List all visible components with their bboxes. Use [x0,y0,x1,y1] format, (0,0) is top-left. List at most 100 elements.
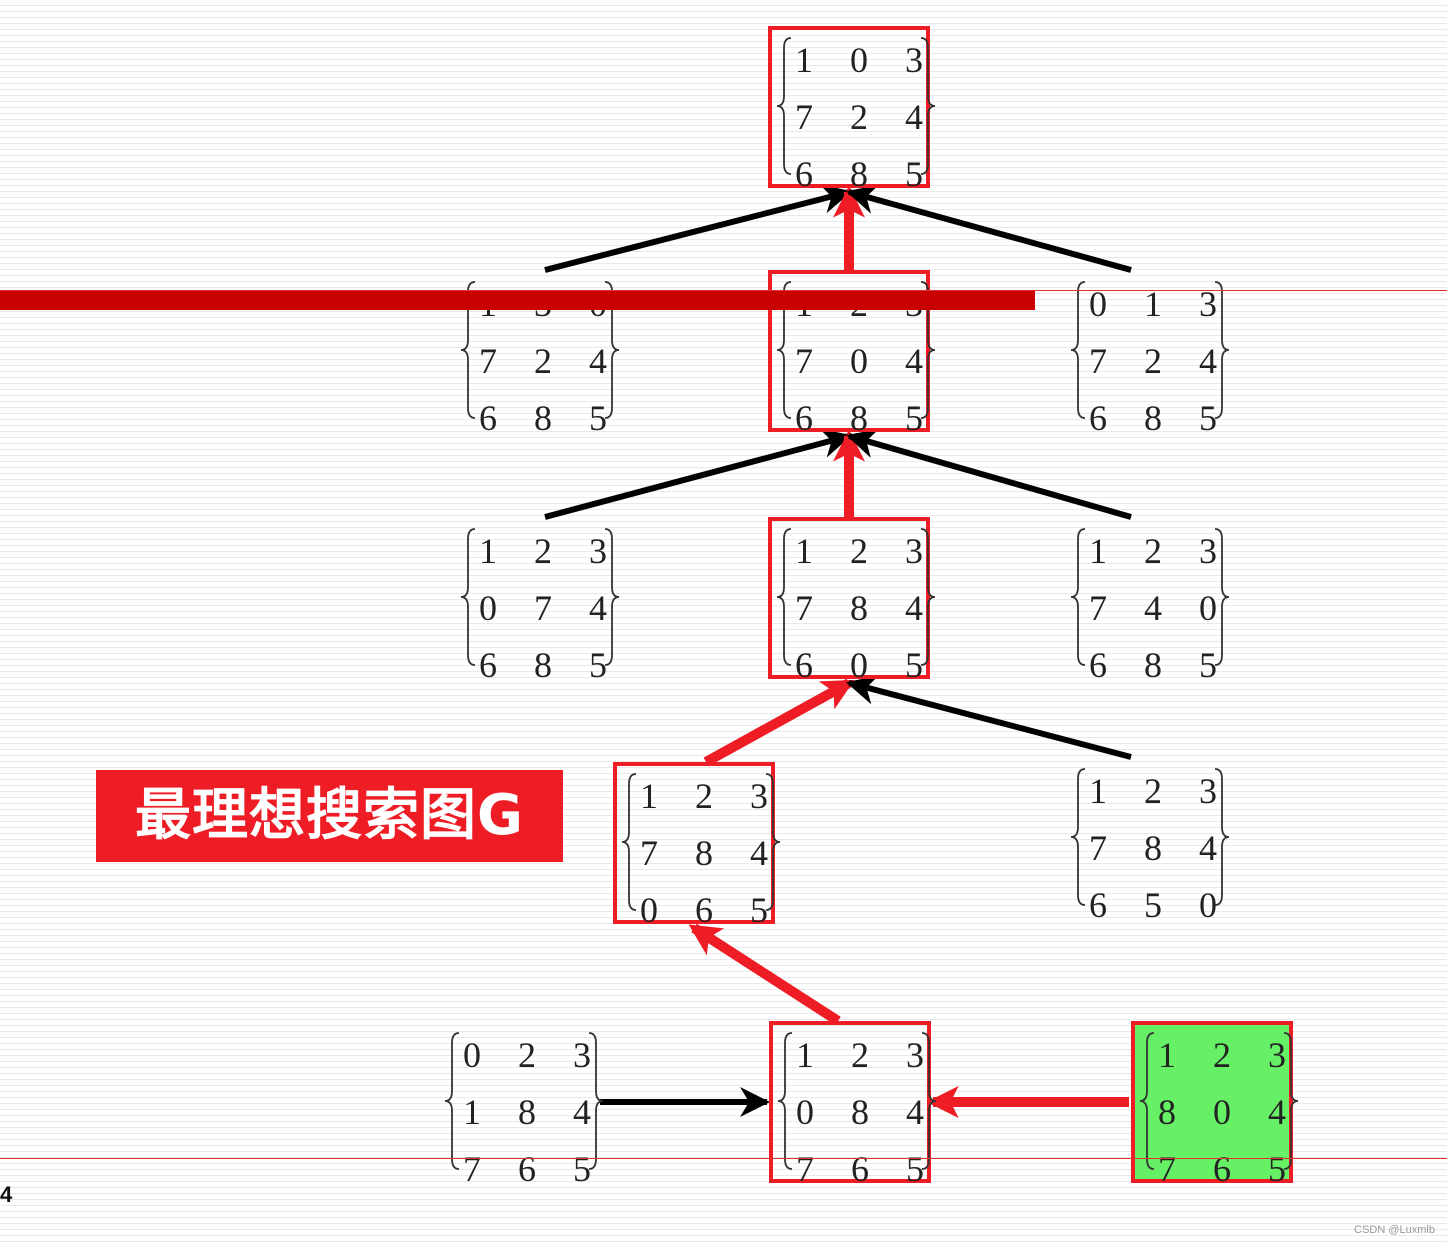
matrix-cell: 2 [518,1035,536,1075]
left-brace [460,281,476,419]
matrix-cell: 6 [1213,1149,1231,1189]
matrix-cell: 8 [518,1092,536,1132]
matrix-cell: 1 [1089,531,1107,571]
matrix-cell: 6 [1089,645,1107,685]
matrix-brackets [1070,768,1230,906]
matrix-cell: 7 [1089,588,1107,628]
matrix-cell: 5 [1199,398,1217,438]
matrix-cell: 6 [1089,885,1107,925]
matrix-cell: 3 [589,531,607,571]
matrix-cell: 3 [1199,531,1217,571]
matrix-cell: 6 [795,398,813,438]
matrix-cell: 6 [479,398,497,438]
left-brace [777,1032,793,1170]
matrix-cell: 0 [850,645,868,685]
matrix-cell: 2 [695,776,713,816]
matrix-cell: 2 [1144,341,1162,381]
matrix-cell: 1 [640,776,658,816]
matrix-cell: 3 [1199,284,1217,324]
matrix-brackets [621,773,781,911]
optimal-path-arrow [703,678,855,767]
matrix-cell: 1 [795,40,813,80]
matrix-cell: 5 [589,645,607,685]
guide-line-top [0,290,1447,291]
right-brace [1283,1032,1299,1170]
matrix-cell: 4 [1199,341,1217,381]
right-brace [1214,281,1230,419]
matrix-cell: 3 [573,1035,591,1075]
matrix-cell: 2 [534,531,552,571]
matrix-cell: 0 [1213,1092,1231,1132]
right-brace [920,281,936,419]
matrix-cell: 8 [850,398,868,438]
matrix-cell: 8 [850,588,868,628]
matrix-cell: 4 [589,341,607,381]
matrix-cell: 5 [589,398,607,438]
matrix-cell: 7 [1158,1149,1176,1189]
matrix-cell: 7 [796,1149,814,1189]
matrix-cell: 3 [1199,771,1217,811]
left-brace [1139,1032,1155,1170]
matrix-cell: 5 [750,890,768,930]
matrix-brackets [1070,528,1230,666]
matrix-cell: 1 [796,1035,814,1075]
matrix-cell: 8 [1158,1092,1176,1132]
matrix-cell: 8 [1144,828,1162,868]
matrix-cell: 7 [479,341,497,381]
guide-line-bottom [0,1158,1447,1159]
search-edge-arrow [846,429,1132,520]
matrix-cell: 2 [534,341,552,381]
matrix-brackets [777,1032,937,1170]
matrix-cell: 7 [795,97,813,137]
matrix-cell: 1 [1144,284,1162,324]
matrix-cell: 1 [463,1092,481,1132]
matrix-cell: 5 [573,1149,591,1189]
matrix-cell: 4 [905,588,923,628]
matrix-cell: 5 [1199,645,1217,685]
matrix-cell: 0 [479,588,497,628]
right-brace [920,37,936,175]
matrix-cell: 4 [573,1092,591,1132]
matrix-cell: 5 [905,645,923,685]
diagram-caption: 最理想搜索图G [96,770,563,862]
right-brace [765,773,781,911]
matrix-cell: 3 [750,776,768,816]
matrix-cell: 7 [1089,828,1107,868]
matrix-cell: 5 [1268,1149,1286,1189]
matrix-cell: 5 [1144,885,1162,925]
matrix-cell: 2 [851,1035,869,1075]
search-edge-arrow [846,675,1132,760]
matrix-cell: 2 [1213,1035,1231,1075]
right-brace [920,528,936,666]
matrix-cell: 1 [1158,1035,1176,1075]
matrix-cell: 1 [1089,771,1107,811]
matrix-cell: 0 [850,341,868,381]
matrix-cell: 1 [479,531,497,571]
matrix-cell: 8 [534,398,552,438]
matrix-cell: 7 [795,588,813,628]
matrix-cell: 1 [795,531,813,571]
dark-red-overlay-bar [0,290,1035,310]
matrix-cell: 0 [850,40,868,80]
matrix-cell: 2 [1144,771,1162,811]
matrix-brackets [444,1032,604,1170]
matrix-cell: 5 [905,398,923,438]
matrix-cell: 6 [795,645,813,685]
matrix-cell: 4 [1268,1092,1286,1132]
matrix-cell: 6 [695,890,713,930]
left-brace [1070,528,1086,666]
matrix-cell: 8 [1144,398,1162,438]
matrix-cell: 3 [1268,1035,1286,1075]
matrix-cell: 4 [905,341,923,381]
matrix-cell: 0 [1199,885,1217,925]
matrix-cell: 4 [589,588,607,628]
matrix-cell: 7 [640,833,658,873]
left-brace [621,773,637,911]
left-brace [776,281,792,419]
